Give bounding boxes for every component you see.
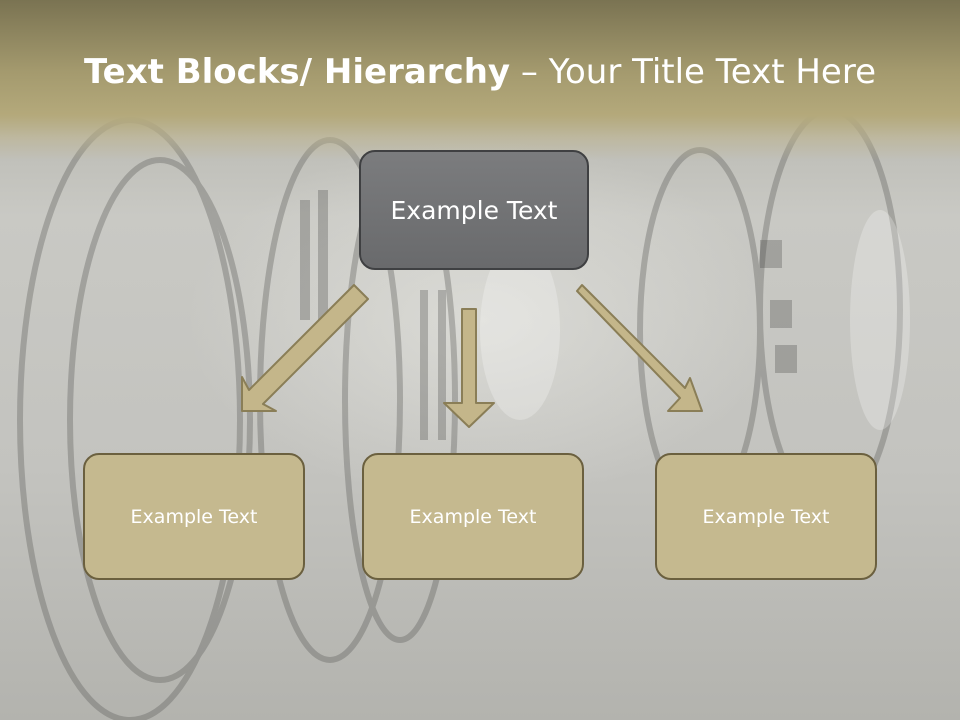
title-regular-part: – Your Title Text Here xyxy=(510,52,876,92)
arrow-left xyxy=(241,284,369,412)
title-band xyxy=(0,0,960,160)
slide-title: Text Blocks/ Hierarchy – Your Title Text… xyxy=(0,52,960,92)
child-node-label: Example Text xyxy=(409,505,537,528)
child-node-label: Example Text xyxy=(702,505,830,528)
child-node-label: Example Text xyxy=(130,505,258,528)
arrow-center xyxy=(443,308,495,428)
child-node-box: Example Text xyxy=(655,453,877,580)
child-node-box: Example Text xyxy=(362,453,584,580)
title-bold-part: Text Blocks/ Hierarchy xyxy=(83,52,511,92)
arrow-right xyxy=(576,284,703,412)
top-node-box: Example Text xyxy=(359,150,589,270)
child-node-box: Example Text xyxy=(83,453,305,580)
top-node-label: Example Text xyxy=(390,195,558,225)
